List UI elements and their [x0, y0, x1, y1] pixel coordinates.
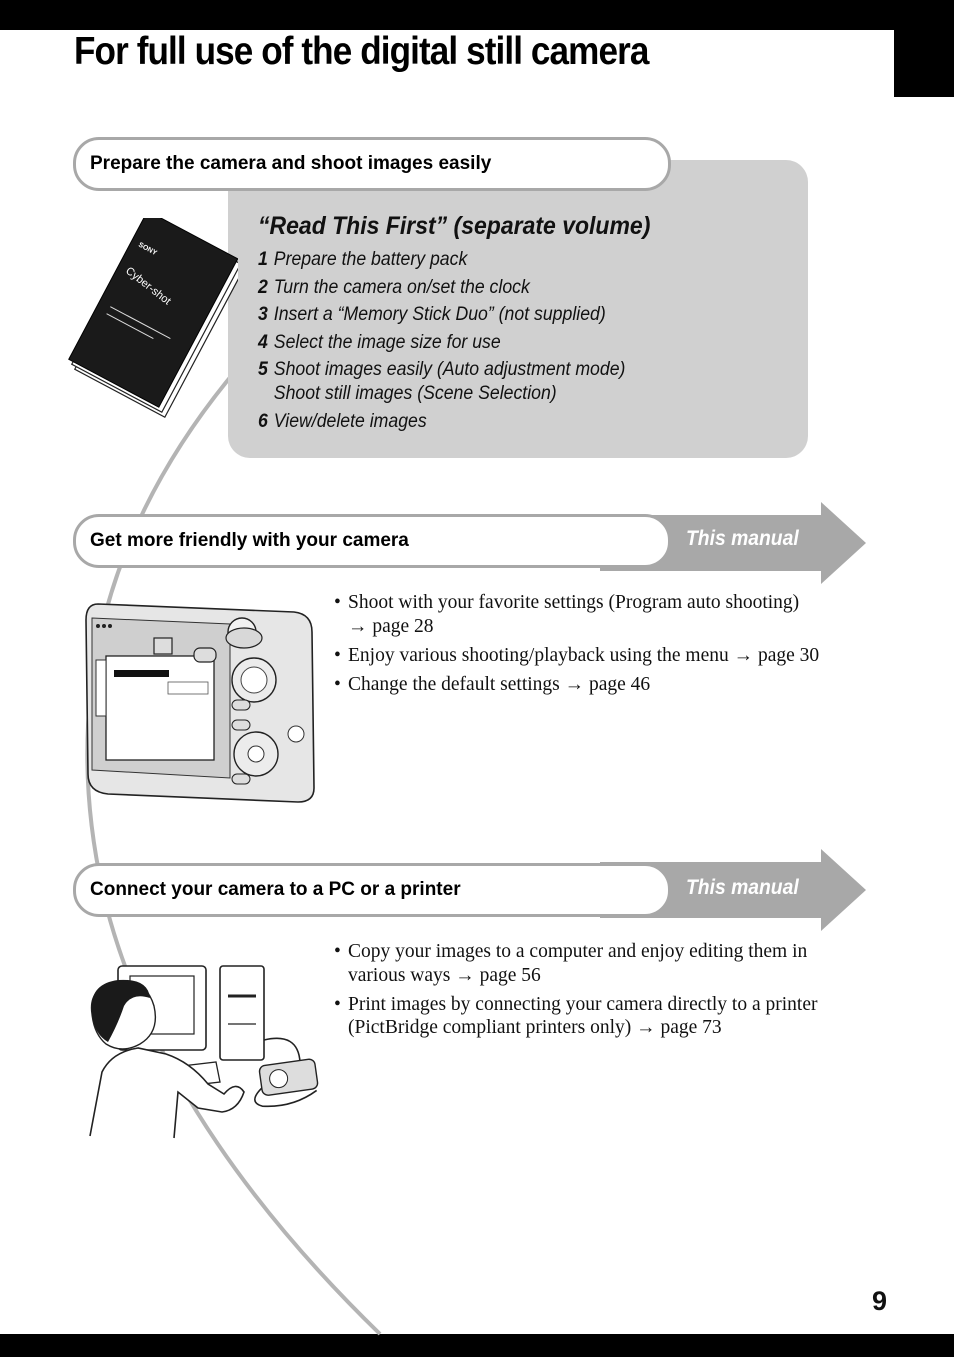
section2-arrow — [600, 502, 866, 584]
page-title: For full use of the digital still camera — [74, 30, 649, 73]
list-item: Change the default settings → page 46 — [334, 673, 874, 697]
bottom-bar — [0, 1334, 954, 1357]
section3-header: Connect your camera to a PC or a printer — [73, 863, 671, 917]
list-item: Shoot with your favorite settings (Progr… — [334, 591, 874, 638]
page-number: 9 — [872, 1286, 888, 1316]
section-tab — [894, 0, 954, 97]
section2-bullets: Shoot with your favorite settings (Progr… — [334, 591, 874, 702]
booklet-icon: SONY Cyber-shot — [68, 218, 238, 418]
person-computer-icon — [89, 965, 319, 1139]
section3-arrow — [600, 849, 866, 931]
section2-header: Get more friendly with your camera — [73, 514, 671, 568]
section3-label: Connect your camera to a PC or a printer — [90, 879, 461, 900]
section1-label: Prepare the camera and shoot images easi… — [90, 153, 492, 174]
list-item: Enjoy various shooting/playback using th… — [334, 644, 874, 668]
top-bar — [0, 0, 954, 30]
list-item: Copy your images to a computer and enjoy… — [334, 940, 874, 987]
section3-bullets: Copy your images to a computer and enjoy… — [334, 940, 874, 1045]
camera-icon — [85, 603, 315, 803]
read-this-first-title: “Read This First” (separate volume) — [258, 212, 651, 240]
section2-tag: This manual — [686, 527, 799, 550]
read-this-first-box — [228, 160, 808, 458]
section2-label: Get more friendly with your camera — [90, 530, 409, 551]
list-item: Print images by connecting your camera d… — [334, 993, 874, 1040]
section3-tag: This manual — [686, 876, 799, 899]
section1-header: Prepare the camera and shoot images easi… — [73, 137, 671, 191]
